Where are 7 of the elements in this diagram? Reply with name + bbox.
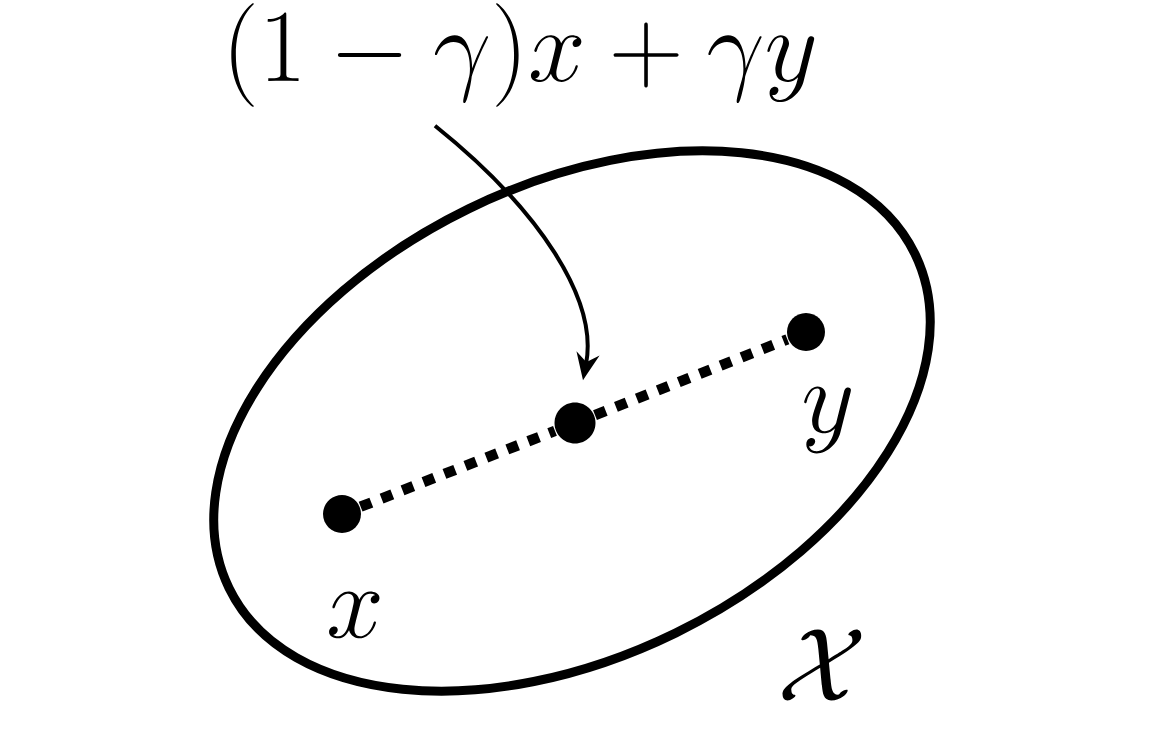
point-label: $y$ — [804, 386, 851, 454]
dotted-line — [358, 425, 557, 512]
dotted-line — [593, 334, 790, 420]
point-label: $x$ — [329, 591, 380, 639]
point-dot — [554, 402, 596, 444]
set-label: $\mathcal{X}$ — [782, 629, 862, 701]
formula-label: $(1-\gamma)x+\gamma y$ — [231, 3, 815, 107]
